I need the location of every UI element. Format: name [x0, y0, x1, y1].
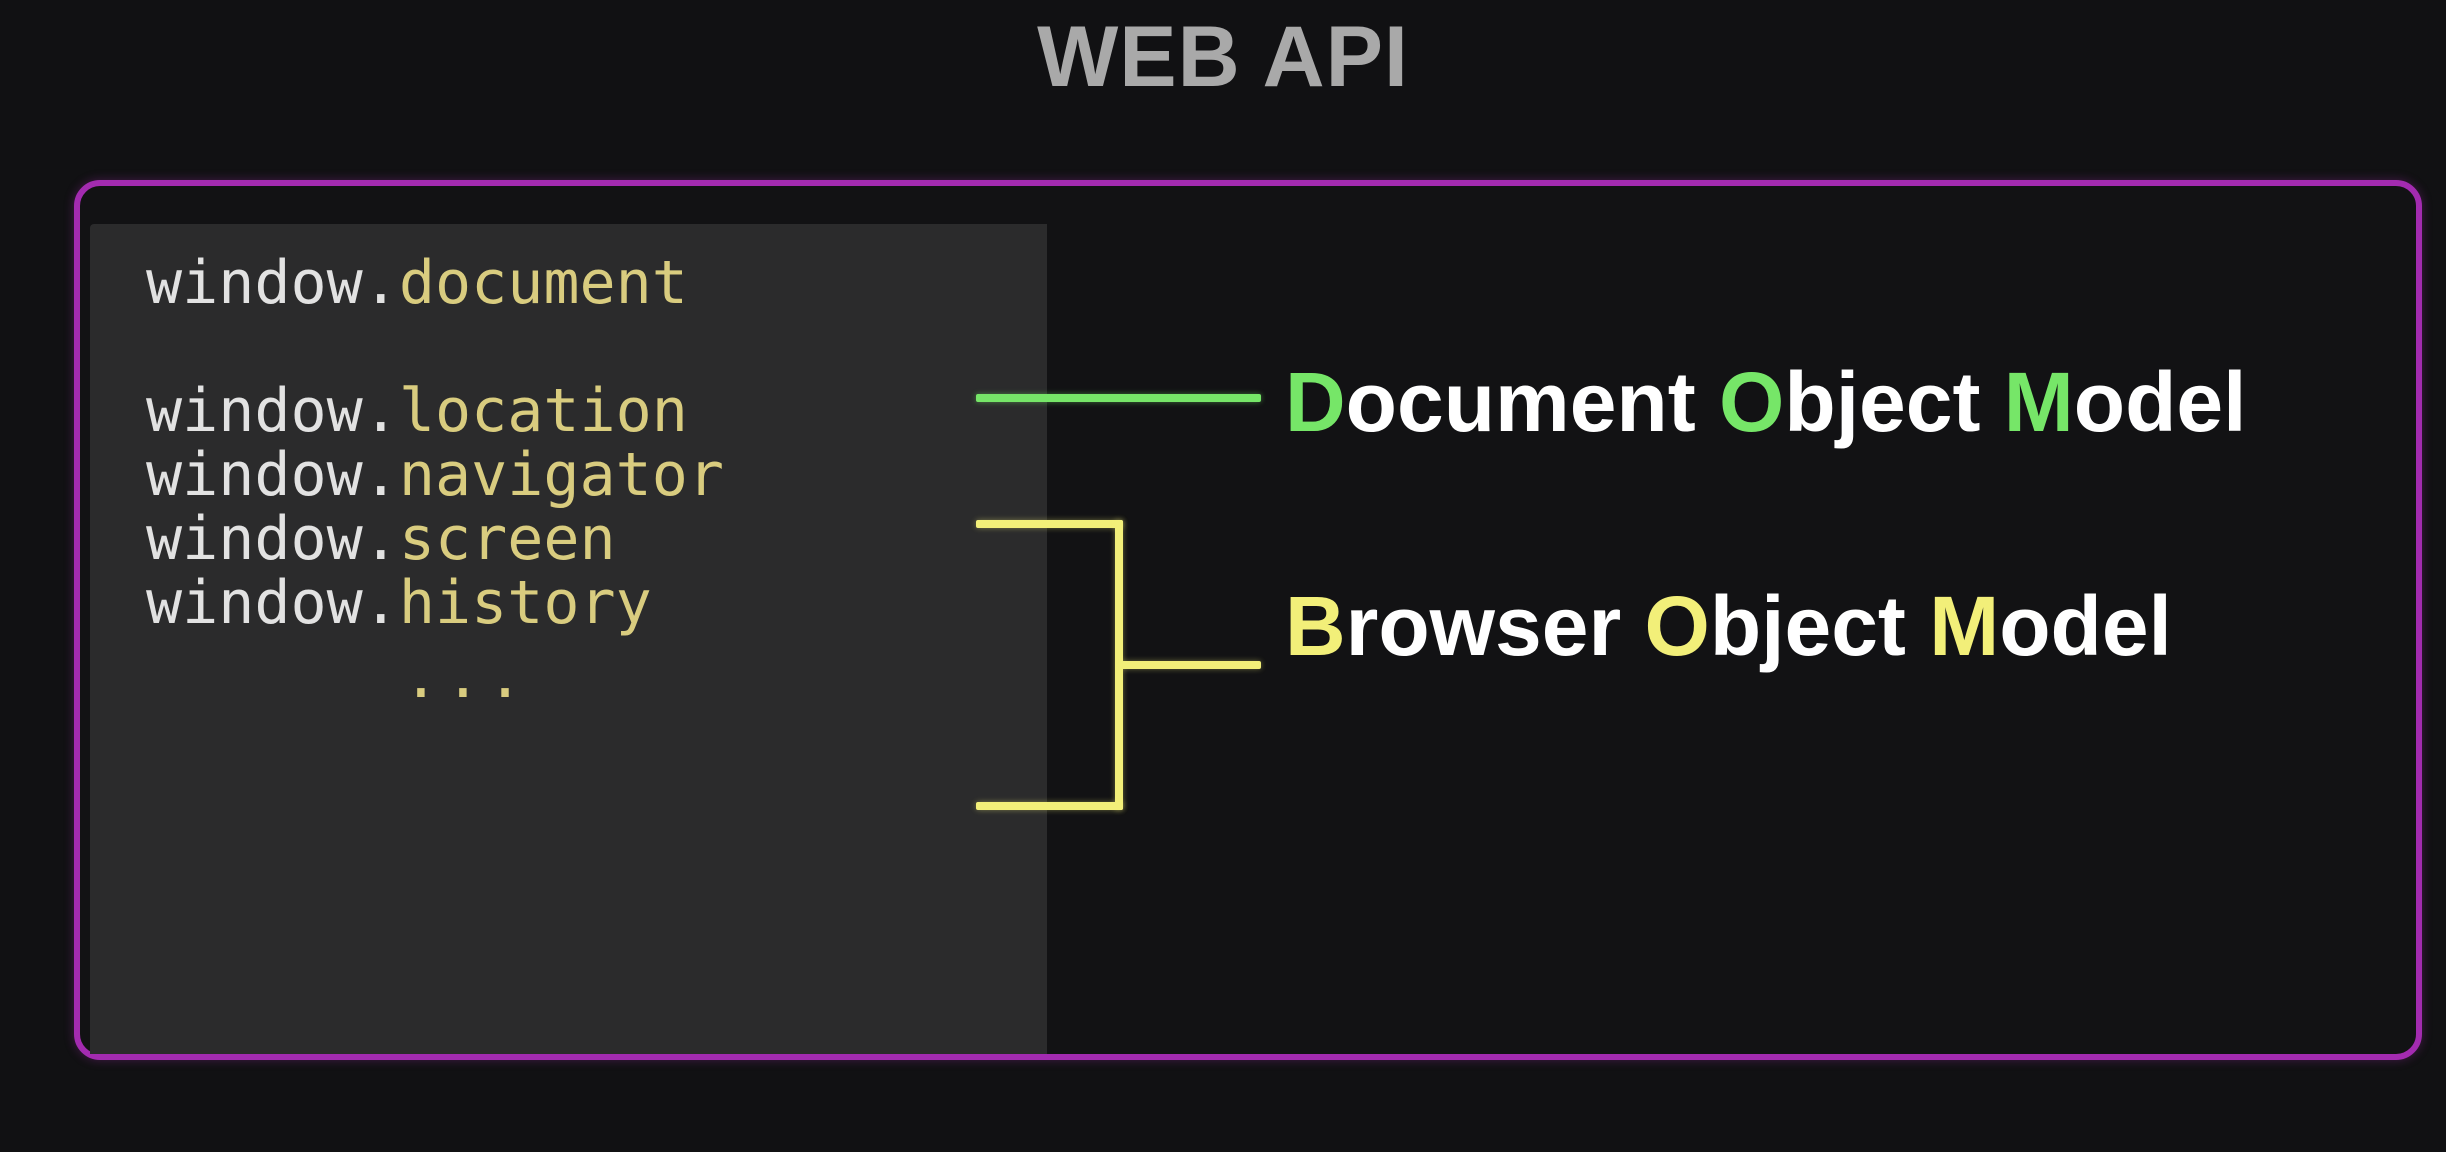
label-browser-object-model: Browser Object Model — [1285, 578, 2172, 675]
code-token-dot: . — [362, 376, 399, 446]
code-token-dot: . — [362, 440, 399, 510]
code-line-group-bom: window.location window.navigator window.… — [146, 379, 786, 709]
web-api-card: window.document window.location window.n… — [74, 180, 2422, 1060]
code-token-property: navigator — [398, 440, 724, 510]
code-token-object: window — [146, 568, 363, 638]
bom-initial-m: M — [1929, 579, 2000, 673]
dom-word-object: bject — [1784, 355, 1981, 449]
bom-initial-o: O — [1644, 579, 1710, 673]
dom-word-document: ocument — [1345, 355, 1696, 449]
code-line: window.screen — [146, 504, 616, 574]
code-line: window.location — [146, 376, 688, 446]
code-line: window.navigator — [146, 440, 724, 510]
bracket-bottom-arm — [976, 802, 1123, 810]
bom-word-browser: rowser — [1345, 579, 1622, 673]
code-token-property: location — [398, 376, 688, 446]
code-panel: window.document window.location window.n… — [90, 224, 1047, 1054]
label-document-object-model: Document Object Model — [1285, 354, 2246, 451]
dom-word-model: odel — [2073, 355, 2247, 449]
page-title: WEB API — [1037, 9, 1409, 105]
code-line-group-dom: window.document — [146, 251, 688, 315]
code-token-dot: . — [362, 248, 399, 318]
code-line: window.document — [146, 248, 688, 318]
code-token-dot: . — [362, 568, 399, 638]
code-token-object: window — [146, 376, 363, 446]
bom-word-object: bject — [1709, 579, 1906, 673]
code-token-dot: . — [362, 504, 399, 574]
code-token-property: screen — [398, 504, 616, 574]
dom-initial-d: D — [1285, 355, 1346, 449]
code-token-property: history — [398, 568, 652, 638]
code-ellipsis: ... — [402, 642, 530, 712]
dom-initial-m: M — [2003, 355, 2074, 449]
bom-initial-b: B — [1285, 579, 1346, 673]
code-line: window.history — [146, 568, 652, 638]
code-token-object: window — [146, 248, 363, 318]
bom-connector-stem — [1119, 661, 1261, 669]
dom-initial-o: O — [1719, 355, 1785, 449]
bom-word-model: odel — [1999, 579, 2172, 673]
code-token-object: window — [146, 504, 363, 574]
bracket-top-arm — [976, 520, 1123, 528]
code-token-object: window — [146, 440, 363, 510]
code-token-property: document — [398, 248, 688, 318]
dom-connector-line — [976, 394, 1261, 402]
